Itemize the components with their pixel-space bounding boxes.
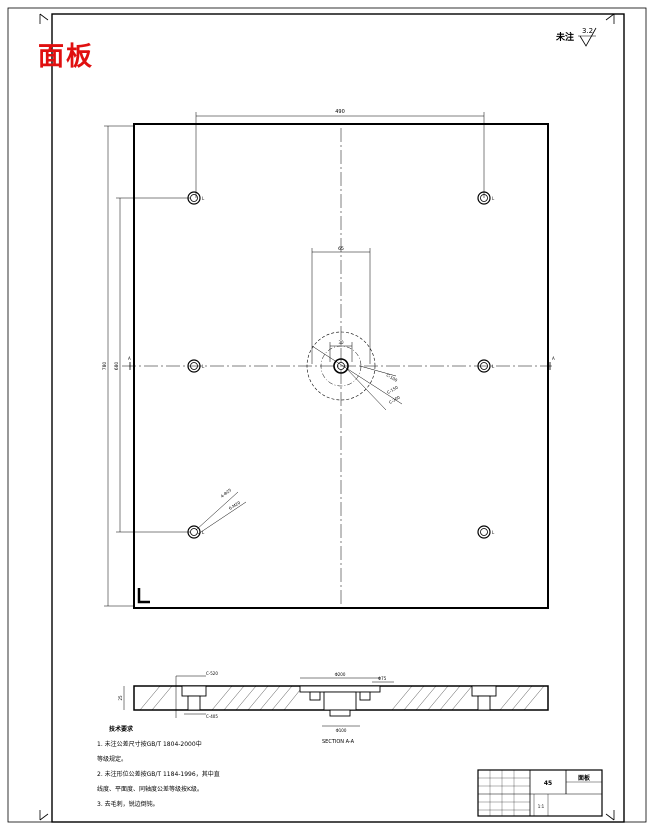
roughness-note: 未注 <box>556 33 575 43</box>
dim-top-width: 490 <box>335 109 345 115</box>
corner-mark <box>137 588 150 604</box>
note-line: 3. 去毛刺，锐边倒钝。 <box>97 801 159 808</box>
center-slot-dimension <box>311 248 371 364</box>
dim-center-ring: 30 <box>338 340 344 345</box>
center-bore <box>333 358 349 374</box>
technical-requirements: 技术要求 1. 未注公差尺寸按GB/T 1804-2000中 等级规定。 2. … <box>97 722 267 812</box>
hole-mark-ml: L <box>202 364 205 369</box>
dim-left-holes: 680 <box>114 362 120 371</box>
bolt-hole-bottom-left <box>187 525 201 539</box>
center-bore-outer-ring <box>306 331 376 401</box>
title-block-scale: 1:1 <box>538 804 545 809</box>
ring-dim-3: C-200 <box>388 394 401 404</box>
hole-mark-mr: L <box>492 364 495 369</box>
hole-mark-tr: L <box>492 196 495 201</box>
top-dimension <box>195 112 485 198</box>
roughness-symbol <box>579 27 597 47</box>
bolt-hole-mid-right <box>477 359 491 373</box>
hole-mark-bl: L <box>202 530 205 535</box>
sheet-title: 面板 <box>38 42 95 72</box>
bore-leaders <box>311 345 403 411</box>
hole-mark-tl: L <box>202 196 205 201</box>
title-block-material: 45 <box>544 780 552 787</box>
sec-dim-thickness: 25 <box>118 695 123 701</box>
sec-dim-left-b: C-405 <box>206 714 218 719</box>
center-bore-mid-ring <box>320 345 362 387</box>
section-view <box>133 685 549 717</box>
dim-center-slot: 65 <box>338 246 344 252</box>
hole-dim-2: 6-M20 <box>228 500 242 511</box>
sec-dim-right: Φ75 <box>378 676 387 681</box>
hole-dim-1: 4-Φ25 <box>220 487 233 499</box>
title-block <box>477 769 603 817</box>
hole-mark-br: L <box>492 530 495 535</box>
note-line: 等级规定。 <box>97 756 128 763</box>
center-bore-inner <box>337 362 345 370</box>
ring-dim-1: C-100 <box>386 373 399 383</box>
section-dimensions <box>123 675 394 727</box>
corner-markers <box>39 13 615 821</box>
bolt-hole-top-left <box>187 191 201 205</box>
roughness-value: 3.2 <box>582 27 594 35</box>
section-arrows <box>129 362 551 370</box>
bolt-hole-top-right <box>477 191 491 205</box>
left-dimensions <box>104 125 190 607</box>
hole-leaders <box>195 491 247 535</box>
notes-heading: 技术要求 <box>109 726 134 733</box>
bolt-hole-mid-left <box>187 359 201 373</box>
sec-dim-center-b: Φ100 <box>336 728 347 733</box>
section-label: SECTION A-A <box>322 739 355 745</box>
note-line: 2. 未注形位公差按GB/T 1184-1996，其中直 <box>97 771 220 778</box>
bolt-hole-bottom-right <box>477 525 491 539</box>
inner-frame <box>51 13 625 823</box>
ring-dim-2: C-150 <box>386 384 399 394</box>
title-block-part-name: 面板 <box>578 774 591 782</box>
sec-dim-left-a: C-520 <box>206 671 218 676</box>
note-line: 线度、平面度、同轴度公差等级按K级。 <box>97 786 203 793</box>
sec-dim-center: Φ200 <box>335 672 346 677</box>
section-marker-left: A <box>128 356 131 361</box>
note-line: 1. 未注公差尺寸按GB/T 1804-2000中 <box>97 741 202 748</box>
section-marker-right: A <box>552 356 555 361</box>
dim-left-overall: 780 <box>102 362 108 371</box>
